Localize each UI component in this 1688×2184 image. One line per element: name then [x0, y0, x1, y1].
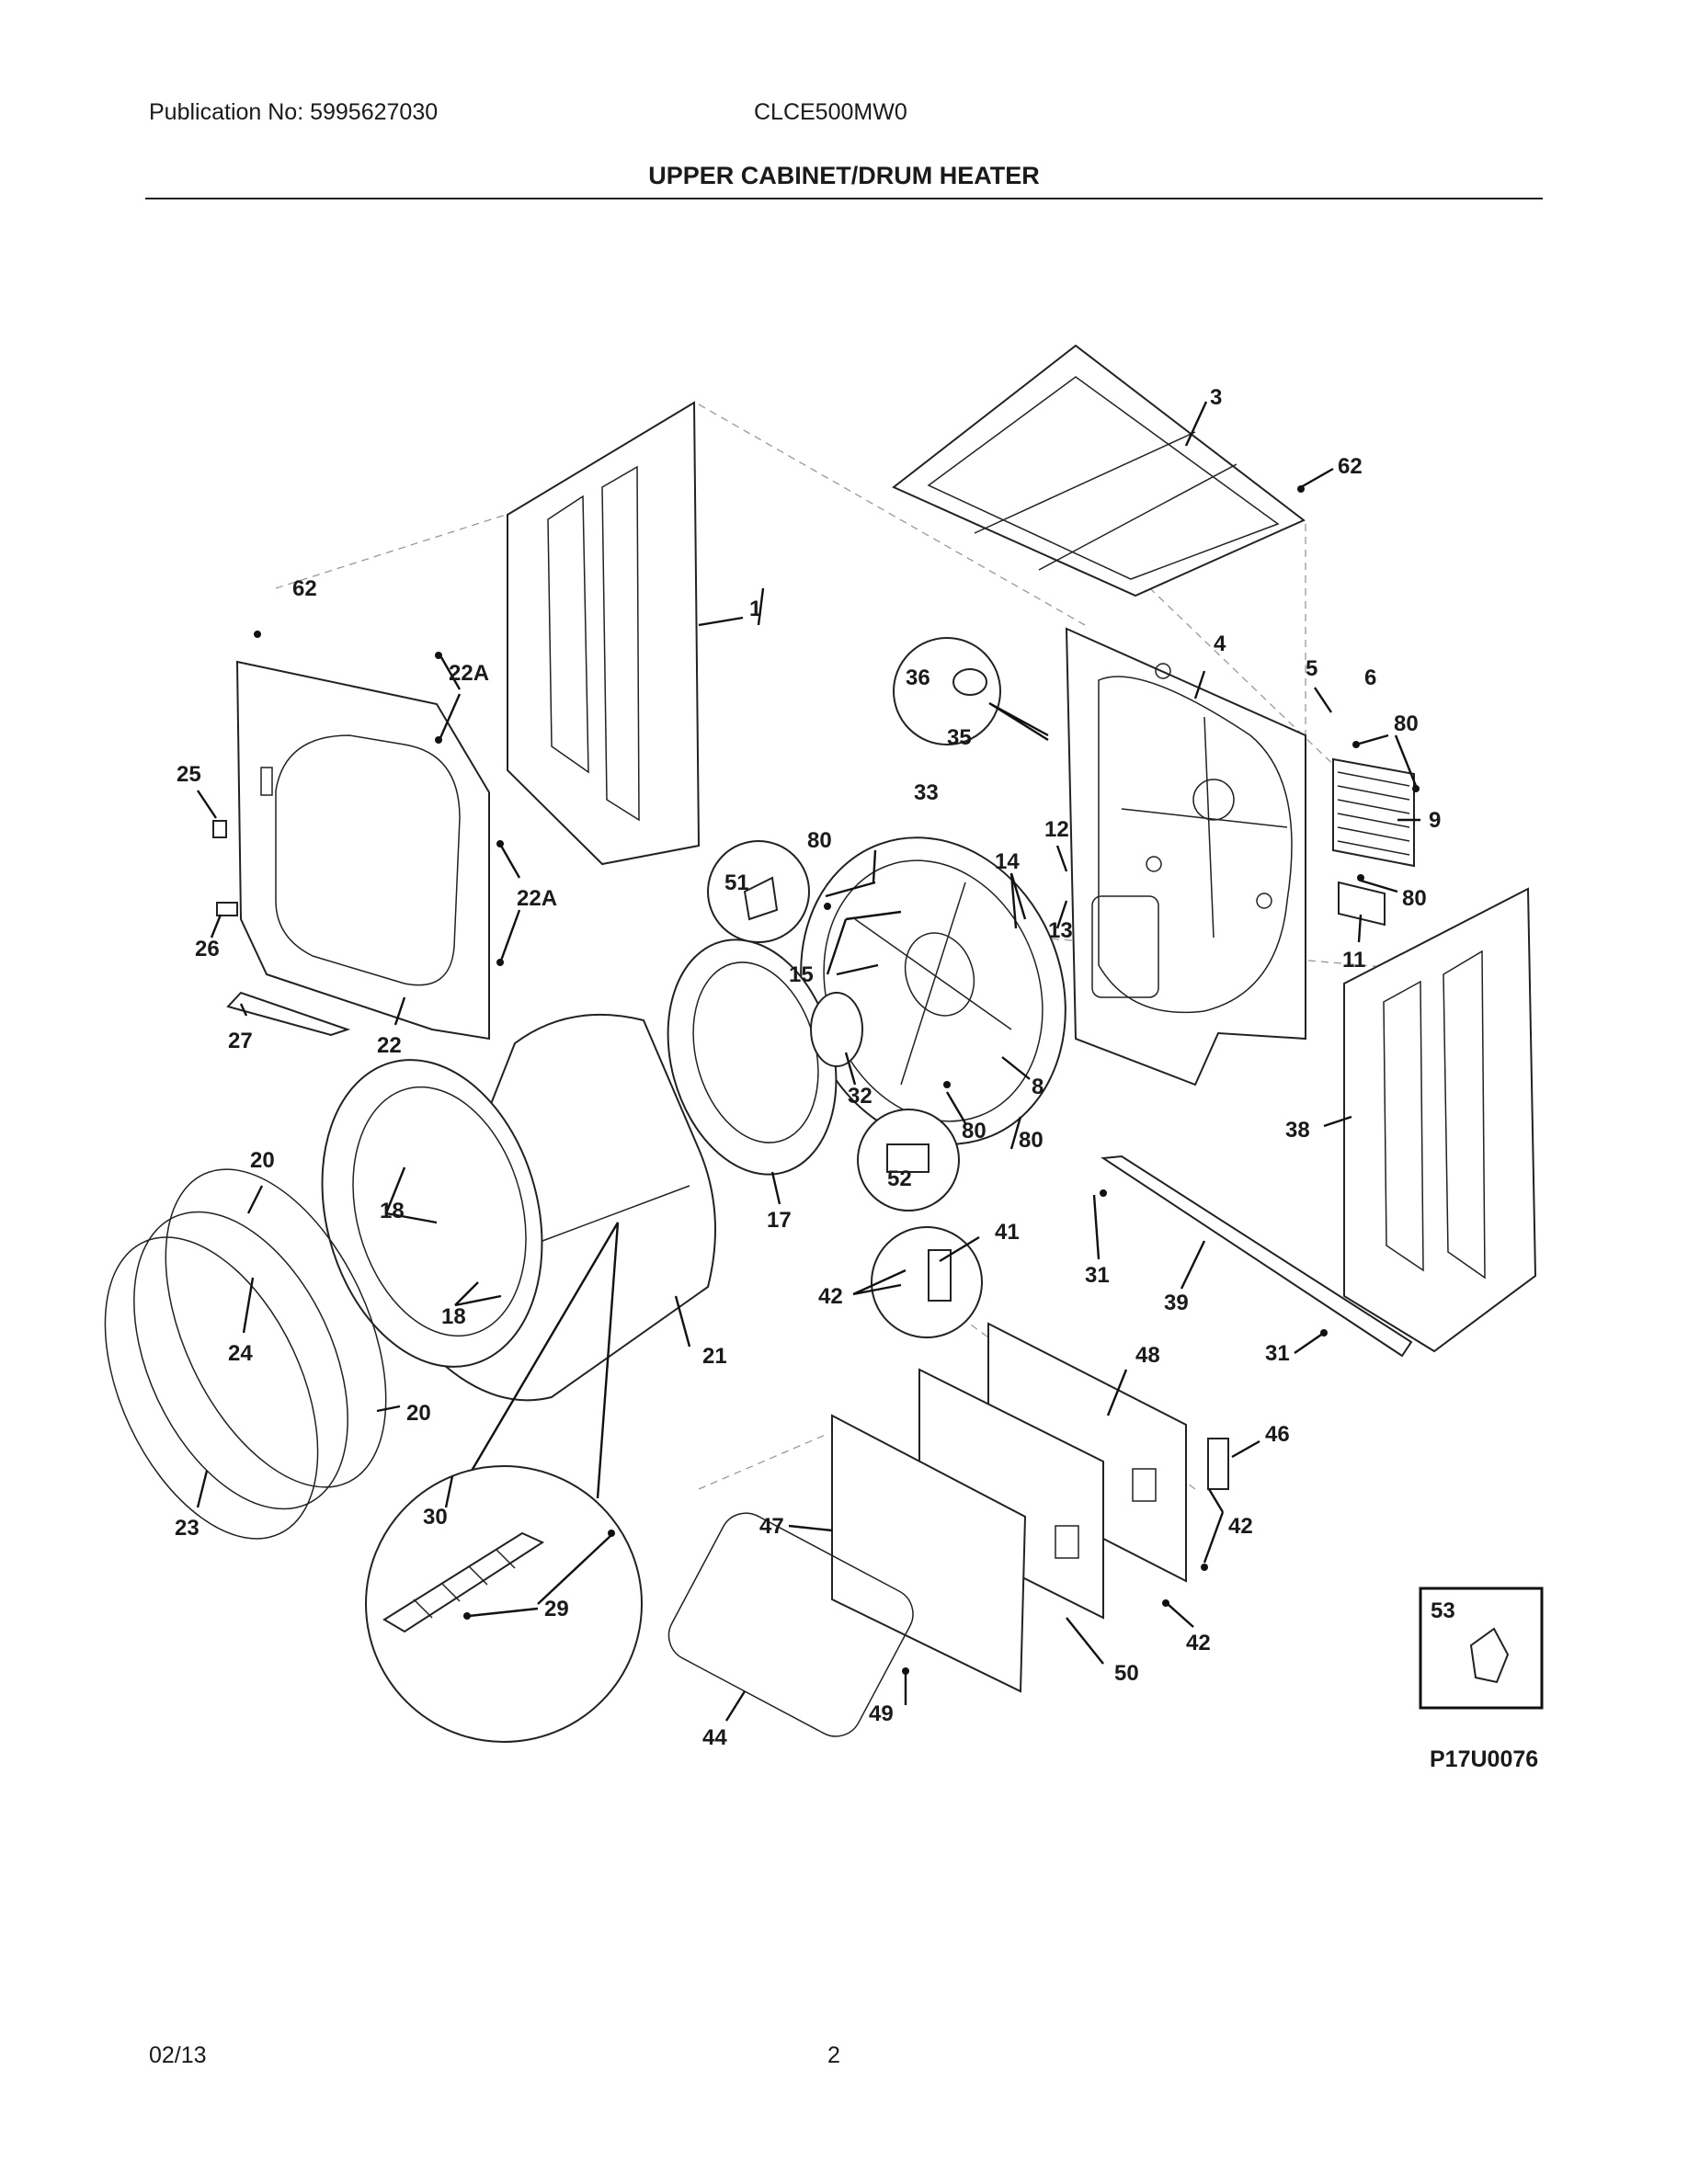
front-panel: [235, 660, 490, 1041]
bearing-plate: [810, 992, 863, 1067]
base-rail: [1101, 1155, 1413, 1358]
detail-circle-fuse: [893, 637, 1001, 745]
header-divider: [145, 198, 1543, 199]
page-title: UPPER CABINET/DRUM HEATER: [648, 162, 1040, 189]
cover-plate: [1338, 881, 1386, 927]
callout-29: 29: [544, 1597, 569, 1621]
callout-22A-top: 22A: [449, 661, 489, 686]
callout-50: 50: [1114, 1661, 1139, 1686]
callout-31-a: 31: [1085, 1263, 1110, 1288]
callout-6: 6: [1364, 665, 1376, 690]
callout-41: 41: [995, 1220, 1020, 1245]
callout-18-b: 18: [441, 1304, 466, 1329]
callout-48: 48: [1135, 1343, 1160, 1368]
callout-52: 52: [887, 1166, 912, 1191]
callout-80-d: 80: [962, 1119, 987, 1143]
callout-33: 33: [914, 780, 939, 805]
callout-11: 11: [1342, 948, 1365, 973]
callout-4: 4: [1214, 631, 1226, 656]
callout-44: 44: [702, 1725, 727, 1750]
callout-27: 27: [228, 1029, 253, 1053]
top-panel: [892, 344, 1306, 597]
callout-17: 17: [767, 1208, 792, 1233]
callout-62-right: 62: [1338, 454, 1363, 479]
right-side-panel: [1343, 887, 1537, 1353]
drum-rings: [104, 1168, 387, 1540]
callout-80-c: 80: [807, 828, 832, 853]
callout-15: 15: [789, 962, 814, 987]
front-bulkhead-ring: [667, 938, 838, 1176]
callout-8: 8: [1032, 1075, 1044, 1099]
callout-18-a: 18: [380, 1199, 405, 1223]
callout-31-b: 31: [1265, 1341, 1290, 1366]
callout-35: 35: [947, 725, 972, 750]
callout-22: 22: [377, 1033, 402, 1058]
callout-24: 24: [228, 1341, 253, 1366]
fastener-dots: [254, 485, 1420, 1675]
callout-26: 26: [195, 937, 220, 961]
detail-circle-baffle: [365, 1222, 643, 1743]
callout-62-left: 62: [292, 576, 317, 601]
diagram-code: P17U0076: [1430, 1746, 1538, 1772]
callout-5: 5: [1306, 656, 1317, 681]
callout-51: 51: [724, 870, 749, 895]
model-number: CLCE500MW0: [754, 99, 907, 125]
callout-9: 9: [1429, 808, 1441, 833]
callout-46: 46: [1265, 1422, 1290, 1447]
callout-12: 12: [1044, 817, 1069, 842]
callout-20-bottom: 20: [406, 1401, 431, 1426]
callout-22A-bottom: 22A: [517, 886, 557, 911]
vent-grille: [1332, 757, 1415, 868]
callout-42-c: 42: [1186, 1631, 1211, 1655]
callout-3: 3: [1210, 385, 1222, 410]
leader-lines: [196, 401, 1420, 1722]
callout-labels: 3 62 1 4 5 6 80 9 80 11 12 14 13 15 80 3…: [175, 385, 1441, 1750]
callout-36: 36: [906, 665, 930, 690]
heater-gasket: [667, 1512, 914, 1737]
detail-circle-hinge: [871, 1226, 983, 1338]
callout-42-b: 42: [1228, 1514, 1253, 1539]
inset-callout: 53: [1431, 1598, 1455, 1623]
callout-14: 14: [995, 849, 1020, 874]
callout-13: 13: [1048, 918, 1073, 943]
heater-housing: [831, 1322, 1187, 1693]
callout-80-a: 80: [1394, 711, 1419, 736]
publication-number: Publication No: 5995627030: [149, 99, 439, 125]
callout-47: 47: [759, 1514, 784, 1539]
left-side-panel: [507, 401, 701, 866]
callout-80-e: 80: [1019, 1128, 1044, 1153]
drum: [321, 1013, 716, 1402]
callout-23: 23: [175, 1516, 200, 1541]
callout-42-a: 42: [818, 1284, 843, 1309]
detail-circle-thermostat: [707, 840, 810, 943]
page-number: 2: [827, 2042, 840, 2068]
callout-30: 30: [423, 1505, 448, 1530]
callout-20-top: 20: [250, 1148, 275, 1173]
callout-39: 39: [1164, 1291, 1189, 1315]
front-small-parts: [212, 820, 351, 1037]
callout-32: 32: [848, 1084, 873, 1109]
callout-1: 1: [749, 597, 761, 621]
callout-25: 25: [177, 762, 201, 787]
callout-49: 49: [869, 1701, 894, 1726]
rear-panel: [1065, 627, 1306, 1086]
inset-box-53: 53: [1419, 1587, 1544, 1710]
footer-date: 02/13: [149, 2042, 207, 2068]
callout-21: 21: [702, 1344, 727, 1369]
detail-circle-connector: [857, 1109, 960, 1211]
callout-80-b: 80: [1402, 886, 1427, 911]
heater-bracket: [1207, 1438, 1229, 1490]
callout-38: 38: [1285, 1118, 1310, 1143]
